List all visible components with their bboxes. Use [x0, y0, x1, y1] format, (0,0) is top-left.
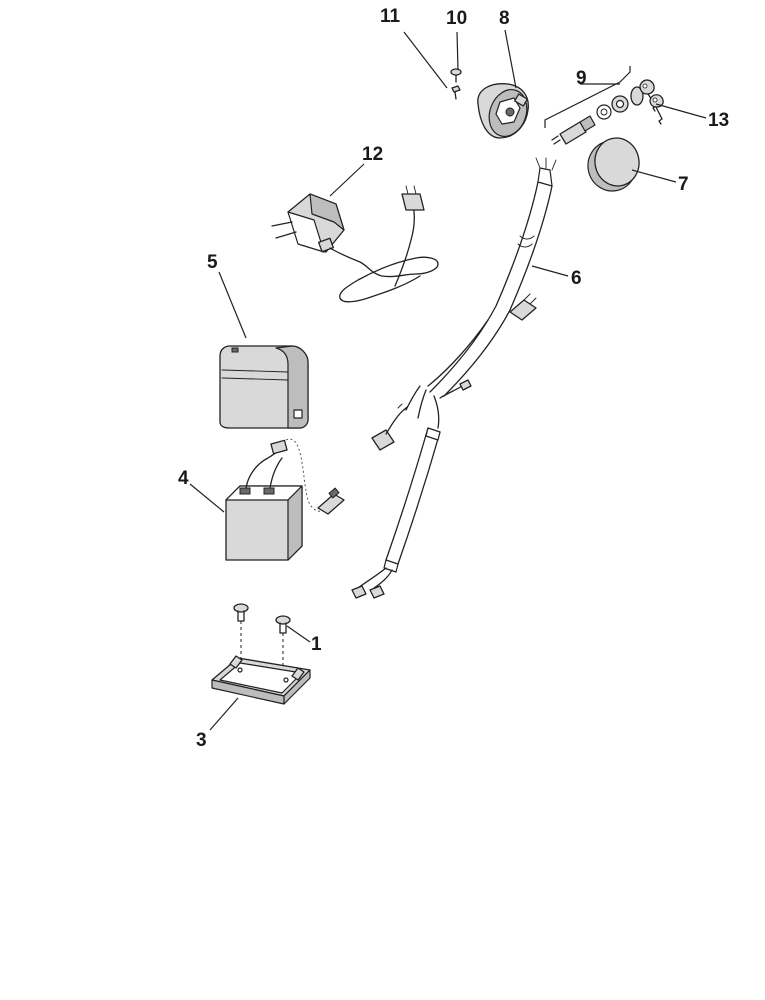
part-12-charger: [271, 185, 439, 303]
part-1-screws: [233, 603, 291, 670]
callout-6: 6: [571, 268, 582, 289]
part-13-keys: [639, 79, 664, 125]
part-3-battery-tray: [211, 655, 311, 705]
callout-12: 12: [362, 144, 383, 165]
callout-7: 7: [678, 174, 689, 195]
part-9-ignition-switch: [551, 86, 644, 145]
callout-4: 4: [178, 468, 189, 489]
part-11-screw: [451, 85, 461, 100]
callout-9: 9: [576, 68, 587, 89]
callout-5: 5: [207, 252, 218, 273]
part-10-screw: [450, 68, 462, 83]
callout-10: 10: [446, 8, 467, 29]
callout-3: 3: [196, 730, 207, 751]
leader-lines: [189, 29, 707, 731]
part-6-wiring-harness: [351, 157, 557, 599]
callout-13: 13: [708, 110, 729, 131]
callout-11: 11: [380, 6, 401, 27]
callout-1: 1: [311, 634, 322, 655]
part-4-battery: [225, 438, 345, 561]
part-8-switch-housing: [477, 83, 529, 139]
part-7-cap: [587, 137, 640, 192]
callout-8: 8: [499, 8, 510, 29]
part-5-battery-cover: [219, 345, 309, 429]
